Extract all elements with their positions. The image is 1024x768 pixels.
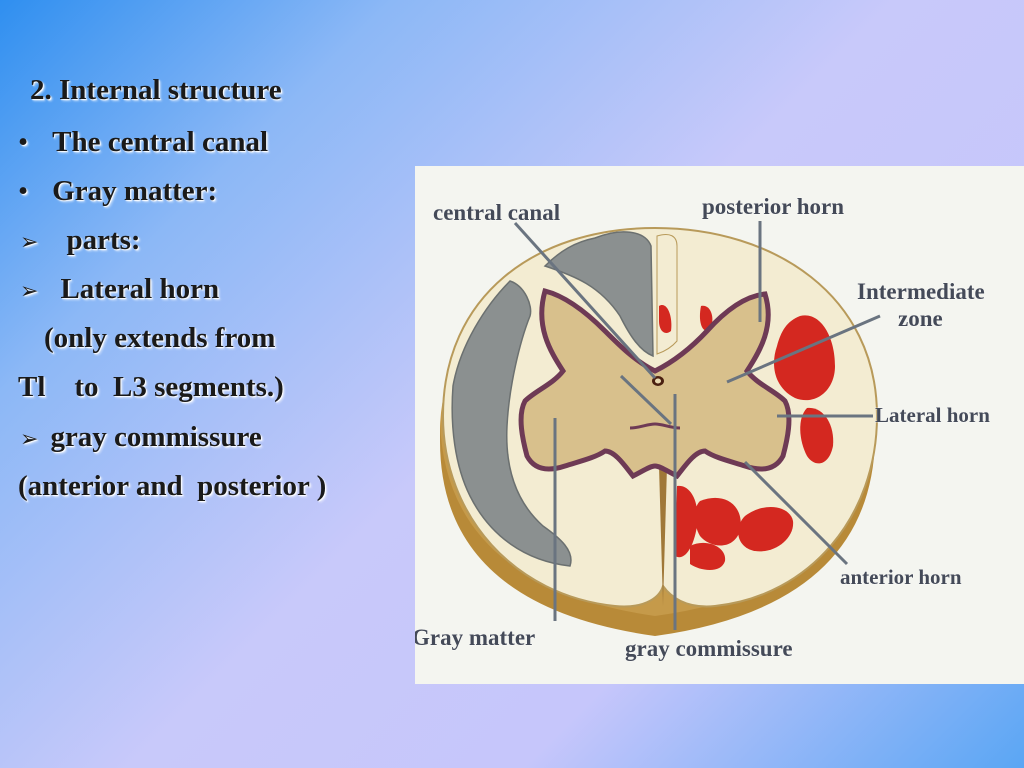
gray-commissure-band [629, 422, 681, 430]
label-lateral-horn: Lateral horn [875, 403, 990, 427]
label-central-canal: central canal [433, 200, 560, 225]
central-canal-lumen [655, 378, 661, 384]
gray-tract-posterior-left [543, 231, 654, 358]
label-posterior-horn: posterior horn [702, 194, 844, 219]
red-tract-lateral-1 [774, 315, 835, 401]
red-tract-posterior-2 [699, 305, 713, 331]
arrow-bullet-icon: ➢ [20, 278, 39, 303]
leader-central-canal [513, 221, 657, 380]
label-gray-commissure: gray commissure [625, 636, 793, 661]
bullet-marker: • [18, 175, 29, 207]
note-line-1: (only extends from [44, 322, 276, 354]
bullet-marker: • [18, 126, 29, 158]
red-tract-lateral-2 [800, 407, 834, 464]
arrow-bullet-icon: ➢ [20, 229, 39, 254]
red-tract-anterior-1 [675, 485, 698, 558]
leader-anterior-horn [743, 460, 849, 566]
spinal-cord-cross-section-figure: central canal posterior horn Intermediat… [415, 166, 1024, 684]
bullet-text: gray commissure [50, 421, 262, 453]
bullet-text: parts: [66, 224, 141, 256]
arrow-bullet-icon: ➢ [20, 426, 39, 451]
note-line-2: Tl to L3 segments.) [18, 371, 284, 403]
bullet-gray-matter: • Gray matter: [18, 177, 217, 206]
gray-tract-lateral-left [451, 280, 572, 567]
leader-intermediate-zone [726, 314, 881, 384]
bullet-gray-commissure: ➢ gray commissure [20, 423, 262, 452]
slide-heading: 2. Internal structure [30, 76, 282, 105]
bullet-text: The central canal [52, 126, 269, 158]
bullet-text: Lateral horn [60, 273, 220, 305]
commissure-note: (anterior and posterior ) [18, 470, 327, 502]
bullet-parts: ➢ parts: [20, 226, 141, 255]
bullet-central-canal: • The central canal [18, 128, 268, 157]
label-intermediate-zone-line2: zone [898, 306, 943, 331]
red-tract-anterior-3 [738, 506, 794, 552]
slide-text-panel: 2. Internal structure • The central canal… [0, 0, 410, 768]
red-tract-posterior-1 [659, 305, 672, 333]
spinal-cord-diagram: central canal posterior horn Intermediat… [415, 194, 991, 662]
bullet-lateral-horn: ➢ Lateral horn [20, 275, 219, 304]
label-intermediate-zone-line1: Intermediate [857, 279, 985, 304]
red-tract-anterior-4 [690, 542, 726, 570]
slide-heading-text: 2. Internal structure [30, 74, 282, 106]
bullet-text: Gray matter: [52, 175, 218, 207]
anterior-median-fissure [659, 466, 667, 606]
leader-gray-commissure-diag [619, 374, 673, 426]
label-gray-matter: Gray matter [415, 625, 535, 650]
gray-tract-posterior-right [656, 233, 678, 355]
label-anterior-horn: anterior horn [840, 565, 962, 589]
red-tract-anterior-2 [694, 497, 741, 546]
